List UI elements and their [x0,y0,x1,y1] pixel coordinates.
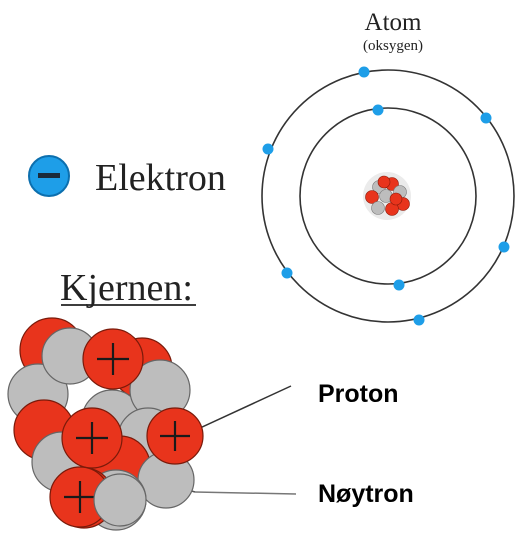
electron-dot [498,241,510,253]
proton [82,328,144,390]
electron-dot [281,267,293,279]
neutron-label: Nøytron [318,480,414,508]
electron-label: Elektron [95,157,226,199]
atom-subtitle: (oksygen) [363,38,423,54]
neutron [93,473,147,527]
inner-orbit [299,107,477,285]
proton [61,407,123,469]
electron-dot [358,66,370,78]
proton-label: Proton [318,380,399,408]
electron-dot [372,104,384,116]
proton [49,466,111,528]
electron-dot [262,143,274,155]
neutron-pointer-line [194,491,297,495]
minus-icon [38,173,60,178]
proton [146,407,204,465]
electron-dot [393,279,405,291]
large-nucleus [7,317,204,531]
atom-title: Atom [365,9,423,36]
nucleus-heading: Kjernen: [60,267,193,309]
orbit-electrons [262,66,510,326]
electron-dot [480,112,492,124]
outer-orbit [261,69,515,323]
electron-legend: Elektron [28,155,226,199]
electron-dot [413,314,425,326]
small-nucleus [363,172,411,220]
